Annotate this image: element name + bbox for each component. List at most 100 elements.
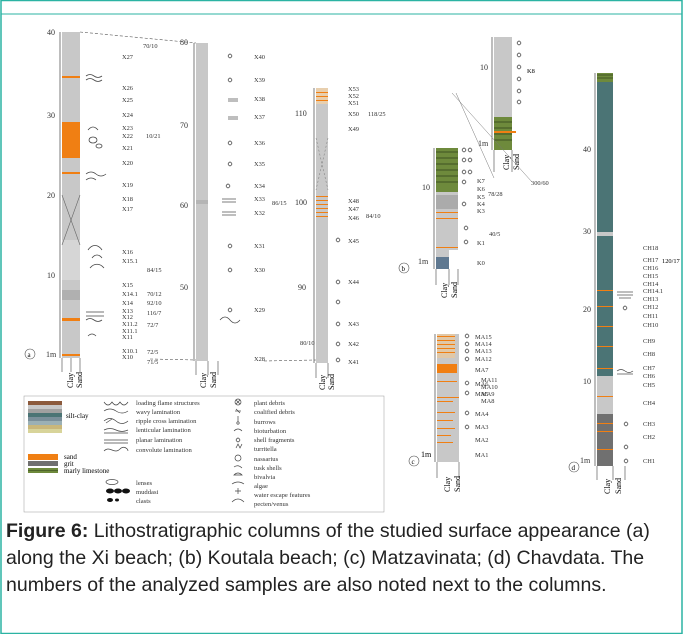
scale-a3-110: 110 xyxy=(295,109,307,118)
sample-label: MA1 xyxy=(475,452,489,459)
sample-label: X28 xyxy=(254,356,265,363)
sample-label: X43 xyxy=(348,321,359,328)
figure-caption: Figure 6: Lithostratigraphic columns of … xyxy=(6,518,678,599)
scale-d-1m: 1m xyxy=(580,456,591,465)
grain-ratio: 80/10 xyxy=(300,340,315,347)
sample-label: X34 xyxy=(254,183,266,190)
sample-label: X19 xyxy=(122,182,133,189)
sample-label: MA7 xyxy=(475,367,489,374)
axis-sand-label: Sand xyxy=(209,372,218,388)
sample-label: CH6 xyxy=(643,373,655,380)
scale-b-10-lower: 10 xyxy=(422,183,430,192)
sample-label: K5 xyxy=(477,194,485,201)
column-a: 40 30 20 10 1m X27 X26 X25 X24 X23 X22 X… xyxy=(24,28,162,388)
legend-label-nassarius: nassarius xyxy=(254,456,279,463)
sample-label: CH1 xyxy=(643,458,655,465)
legend-swatch-sand xyxy=(28,454,58,460)
sample-label: X26 xyxy=(122,85,133,92)
sample-label: X51 xyxy=(348,100,359,107)
sample-label: X30 xyxy=(254,267,265,274)
sample-label: X20 xyxy=(122,160,133,167)
axis-clay-label: Clay xyxy=(603,479,612,494)
sample-label: CH16 xyxy=(643,265,658,272)
scale-a-10: 10 xyxy=(47,271,55,280)
axis-sand-label: Sand xyxy=(450,282,459,298)
sample-label: MA15 xyxy=(475,334,492,341)
scale-a2-50: 50 xyxy=(180,283,188,292)
sample-label: MA4 xyxy=(475,411,489,418)
sample-label: MA5 xyxy=(475,391,489,398)
sample-label: X10 xyxy=(122,354,133,361)
sample-label: X15 xyxy=(122,282,133,289)
legend-label-lenses: lenses xyxy=(136,480,153,487)
axis-clay-label: Clay xyxy=(199,373,208,388)
sample-label: X37 xyxy=(254,114,266,121)
sample-label: X32 xyxy=(254,210,265,217)
legend-label-marly-limestone: marly limestone xyxy=(64,467,109,475)
sample-label: X11 xyxy=(122,334,133,341)
sample-label: X27 xyxy=(122,54,134,61)
axis-clay-label: Clay xyxy=(66,373,75,388)
axis-sand-label: Sand xyxy=(512,154,521,170)
sample-label: MA3 xyxy=(475,424,489,431)
legend-label-grit: grit xyxy=(64,460,74,468)
legend-swatch-silt-clay xyxy=(28,401,62,405)
sample-label: X41 xyxy=(348,359,359,366)
sample-label: X24 xyxy=(122,112,134,119)
sample-label: K0 xyxy=(477,260,485,267)
sample-label: MA6 xyxy=(475,381,489,388)
legend-label-muddasi: muddasi xyxy=(136,489,159,496)
grain-ratio: 84/10 xyxy=(366,213,381,220)
sample-label: X23 xyxy=(122,125,133,132)
grain-ratio: 118/25 xyxy=(368,111,386,118)
sample-label: MA11 xyxy=(481,377,497,384)
sample-label: CH3 xyxy=(643,421,655,428)
sample-label: X33 xyxy=(254,196,265,203)
sample-label: X52 xyxy=(348,93,359,100)
axis-clay-label: Clay xyxy=(440,283,449,298)
legend-label-bivalvia: bivalvia xyxy=(254,474,275,481)
grain-ratio: 92/10 xyxy=(147,300,162,307)
scale-c-1m: 1m xyxy=(421,450,432,459)
sample-label: X46 xyxy=(348,215,359,222)
sample-label: MA12 xyxy=(475,356,492,363)
figure-label: Figure 6: xyxy=(6,520,89,542)
sample-label: X17 xyxy=(122,206,134,213)
sample-label: X16 xyxy=(122,249,133,256)
sample-label: X21 xyxy=(122,145,133,152)
sample-label: K6 xyxy=(477,186,485,193)
sample-label: X25 xyxy=(122,97,133,104)
legend-label-plant-debris: plant debris xyxy=(254,400,285,407)
sample-label: X35 xyxy=(254,161,265,168)
column-a2: 80 70 60 50 X40 X39 X38 X37 X36 X35 X34 … xyxy=(180,38,266,388)
sample-label: CH4 xyxy=(643,400,656,407)
sample-label: X36 xyxy=(254,140,265,147)
legend-label-clasts: clasts xyxy=(136,498,151,505)
sample-label: MA14 xyxy=(475,341,492,348)
sample-label: K1 xyxy=(477,240,485,247)
scale-a-40: 40 xyxy=(47,28,55,37)
legend-label-water-escape: water escape features xyxy=(254,492,311,499)
sample-label: K4 xyxy=(477,201,486,208)
column-b: 10 1m K8 Clay Sand 300/60 78/28 40/5 xyxy=(398,37,549,298)
column-d-label: d xyxy=(572,464,576,472)
axis-sand-label: Sand xyxy=(453,476,462,492)
legend-label-burrows: burrows xyxy=(254,419,276,426)
scale-d-20: 20 xyxy=(583,305,591,314)
sample-label: X22 xyxy=(122,133,133,140)
column-a-label: a xyxy=(28,351,32,359)
sample-label: CH12 xyxy=(643,304,658,311)
legend-label-planar: planar lamination xyxy=(136,437,183,444)
grain-ratio: 84/15 xyxy=(147,267,162,274)
legend-label-sand: sand xyxy=(64,453,77,461)
axis-clay-label: Clay xyxy=(502,155,511,170)
grain-ratio: 71/5 xyxy=(147,359,158,366)
column-a3: 110 100 90 X53 X52 X51 X50 X49 X48 X47 X… xyxy=(272,86,386,390)
legend-label-coalified-debris: coalified debris xyxy=(254,409,295,416)
sample-label: X47 xyxy=(348,206,360,213)
sample-label: X10.1 xyxy=(122,348,138,355)
column-c-label: c xyxy=(412,458,415,466)
scale-a2-60: 60 xyxy=(180,201,188,210)
legend-label-lenticular: lenticular lamination xyxy=(136,427,191,434)
sample-label: CH14 xyxy=(643,281,659,288)
